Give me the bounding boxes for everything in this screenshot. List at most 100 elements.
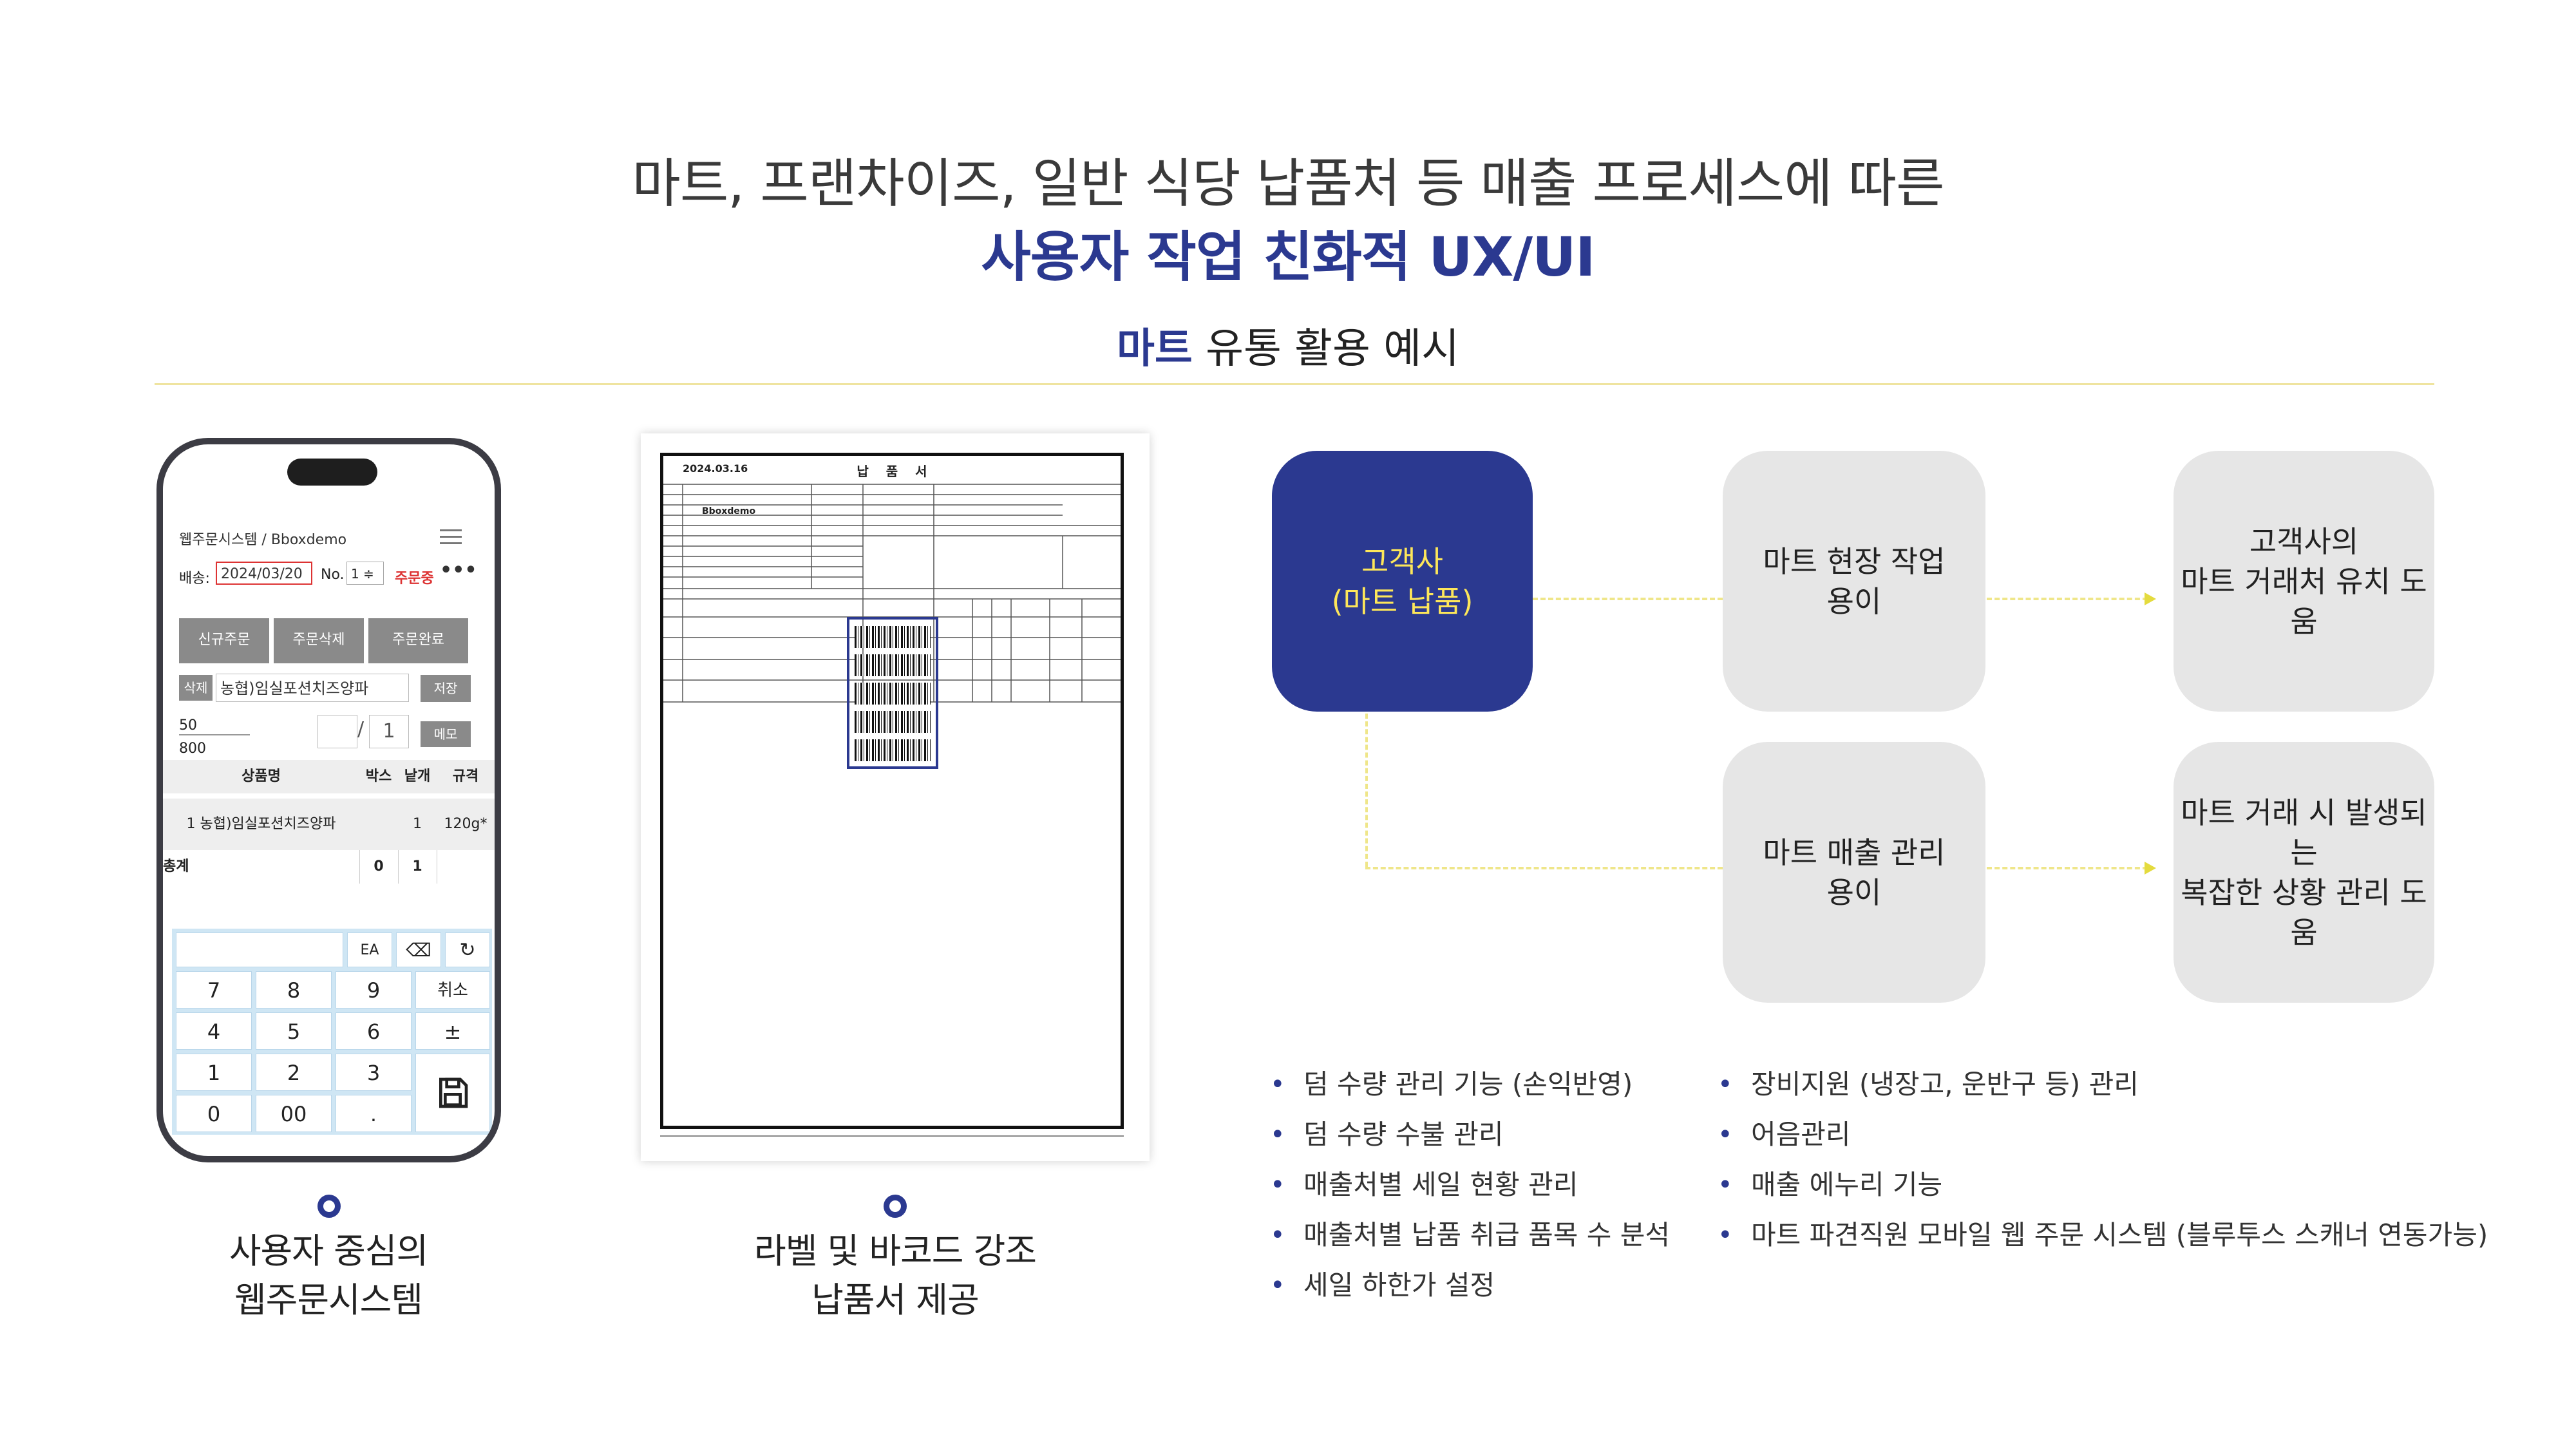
headline-emphasis: 사용자 작업 친화적 UX/UI <box>981 225 1595 289</box>
card-line: 마트 거래처 유치 도움 <box>2181 564 2427 639</box>
subtitle-highlight: 마트 <box>1116 325 1193 373</box>
key-cancel[interactable]: 취소 <box>415 971 490 1009</box>
save-icon[interactable] <box>415 1054 490 1132</box>
key-2[interactable]: 2 <box>256 1054 332 1091</box>
quantity-divider <box>179 734 250 735</box>
sum-box: 0 <box>359 850 399 884</box>
memo-button[interactable]: 메모 <box>421 721 471 747</box>
box-qty-input[interactable] <box>317 715 357 748</box>
table-row-each: 1 <box>398 799 437 850</box>
key-4[interactable]: 4 <box>176 1012 252 1050</box>
list-item: 매출처별 세일 현황 관리 <box>1270 1160 1721 1210</box>
table-row-box <box>359 799 399 850</box>
connector <box>1987 598 2148 600</box>
table-row-name[interactable]: 1 농협)임실포션치즈양파 <box>163 799 360 850</box>
card-line: (마트 납품) <box>1331 583 1473 619</box>
card-line: 고객사 <box>1361 544 1443 579</box>
refresh-icon[interactable]: ↻ <box>445 933 490 967</box>
delete-item-button[interactable]: 삭제 <box>179 675 213 701</box>
list-item: 장비지원 (냉장고, 운반구 등) 관리 <box>1718 1059 2574 1110</box>
barcode-icon <box>855 654 931 676</box>
list-item: 덤 수량 수불 관리 <box>1270 1110 1721 1160</box>
delivery-label: 배송: <box>179 571 210 587</box>
barcode-icon <box>855 711 931 733</box>
hamburger-menu-icon[interactable] <box>440 525 462 549</box>
list-item: 매출처별 납품 취급 품목 수 분석 <box>1270 1210 1721 1260</box>
order-no-select[interactable]: 1 ≑ <box>346 562 384 585</box>
arrow-right-icon <box>2145 862 2156 875</box>
caption-line: 납품서 제공 <box>811 1280 980 1320</box>
key-dot[interactable]: . <box>336 1095 412 1132</box>
key-5[interactable]: 5 <box>256 1012 332 1050</box>
delete-order-button[interactable]: 주문삭제 <box>274 618 364 663</box>
numeric-keypad: EA ⌫ ↻ 7 8 9 취소 4 5 6 ± 1 2 3 0 00 . <box>172 929 492 1135</box>
divider <box>155 383 2434 385</box>
connector <box>1533 598 1723 600</box>
quantity-bottom: 800 <box>179 741 206 757</box>
caption-line: 라벨 및 바코드 강조 <box>754 1231 1037 1271</box>
each-qty-input[interactable]: 1 <box>369 715 409 748</box>
unit-key[interactable]: EA <box>347 933 392 967</box>
key-0[interactable]: 0 <box>176 1095 252 1132</box>
feature-list-left: 덤 수량 관리 기능 (손익반영) 덤 수량 수불 관리 매출처별 세일 현황 … <box>1270 1059 1721 1311</box>
col-header-name: 상품명 <box>163 760 360 793</box>
col-header-each: 낱개 <box>398 760 437 793</box>
doc-date: 2024.03.16 <box>683 462 748 475</box>
doc-footer-line <box>660 1135 1124 1137</box>
card-line: 용이 <box>1826 875 1882 910</box>
caption-delivery-note: 라벨 및 바코드 강조 납품서 제공 <box>702 1227 1088 1325</box>
barcode-highlight <box>847 617 938 769</box>
caption-line: 사용자 중심의 <box>229 1231 428 1271</box>
connector <box>1365 867 1723 869</box>
list-item: 어음관리 <box>1718 1110 2574 1160</box>
key-6[interactable]: 6 <box>336 1012 412 1050</box>
table-row-spec: 120g* <box>437 799 495 850</box>
col-header-spec: 규격 <box>437 760 495 793</box>
section-subtitle: 마트 유통 활용 예시 <box>0 316 2576 375</box>
quantity-top: 50 <box>179 717 197 734</box>
keypad-display <box>176 933 343 967</box>
barcode-icon <box>855 626 931 648</box>
complete-order-button[interactable]: 주문완료 <box>368 618 468 663</box>
arrow-right-icon <box>2145 592 2156 605</box>
headline: 마트, 프랜차이즈, 일반 식당 납품처 등 매출 프로세스에 따른 <box>632 153 1944 214</box>
more-icon[interactable]: ••• <box>440 559 477 582</box>
backspace-icon[interactable]: ⌫ <box>396 933 441 967</box>
bullet-circle-icon <box>884 1195 907 1218</box>
delivery-date-input[interactable]: 2024/03/20 <box>216 562 312 585</box>
key-1[interactable]: 1 <box>176 1054 252 1091</box>
barcode-icon <box>855 683 931 705</box>
list-item: 세일 하한가 설정 <box>1270 1260 1721 1311</box>
qty-slash: / <box>357 718 365 741</box>
key-8[interactable]: 8 <box>256 971 332 1009</box>
key-plus-minus[interactable]: ± <box>415 1012 490 1050</box>
key-3[interactable]: 3 <box>336 1054 412 1091</box>
card-line: 마트 거래 시 발생되는 <box>2181 795 2427 870</box>
app-title: 웹주문시스템 / Bboxdemo <box>179 532 347 548</box>
subtitle-text: 유통 활용 예시 <box>1192 325 1460 373</box>
card-line: 마트 매출 관리 <box>1763 835 1946 870</box>
card-line: 고객사의 <box>2249 524 2359 559</box>
feature-list-right: 장비지원 (냉장고, 운반구 등) 관리 어음관리 매출 에누리 기능 마트 파… <box>1718 1059 2574 1260</box>
phone-mockup: 웹주문시스템 / Bboxdemo 배송: 2024/03/20 No. 1 ≑… <box>156 438 501 1162</box>
save-item-button[interactable]: 저장 <box>421 675 471 702</box>
list-item: 마트 파견직원 모바일 웹 주문 시스템 (블루투스 스캐너 연동가능) <box>1718 1210 2574 1260</box>
doc-grid <box>663 484 1121 703</box>
product-input[interactable]: 농협)임실포션치즈양파 <box>216 674 409 702</box>
key-00[interactable]: 00 <box>256 1095 332 1132</box>
caption-line: 웹주문시스템 <box>234 1280 423 1320</box>
new-order-button[interactable]: 신규주문 <box>179 618 269 663</box>
key-7[interactable]: 7 <box>176 971 252 1009</box>
phone-notch <box>287 459 377 486</box>
order-status: 주문중 <box>395 571 434 587</box>
connector <box>1365 714 1368 867</box>
key-9[interactable]: 9 <box>336 971 412 1009</box>
doc-company: Bboxdemo <box>702 506 756 516</box>
delivery-note-frame: 2024.03.16 납 품 서 Bboxdemo <box>660 453 1124 1129</box>
doc-title: 납 품 서 <box>857 464 934 479</box>
order-no-label: No. <box>321 567 345 583</box>
